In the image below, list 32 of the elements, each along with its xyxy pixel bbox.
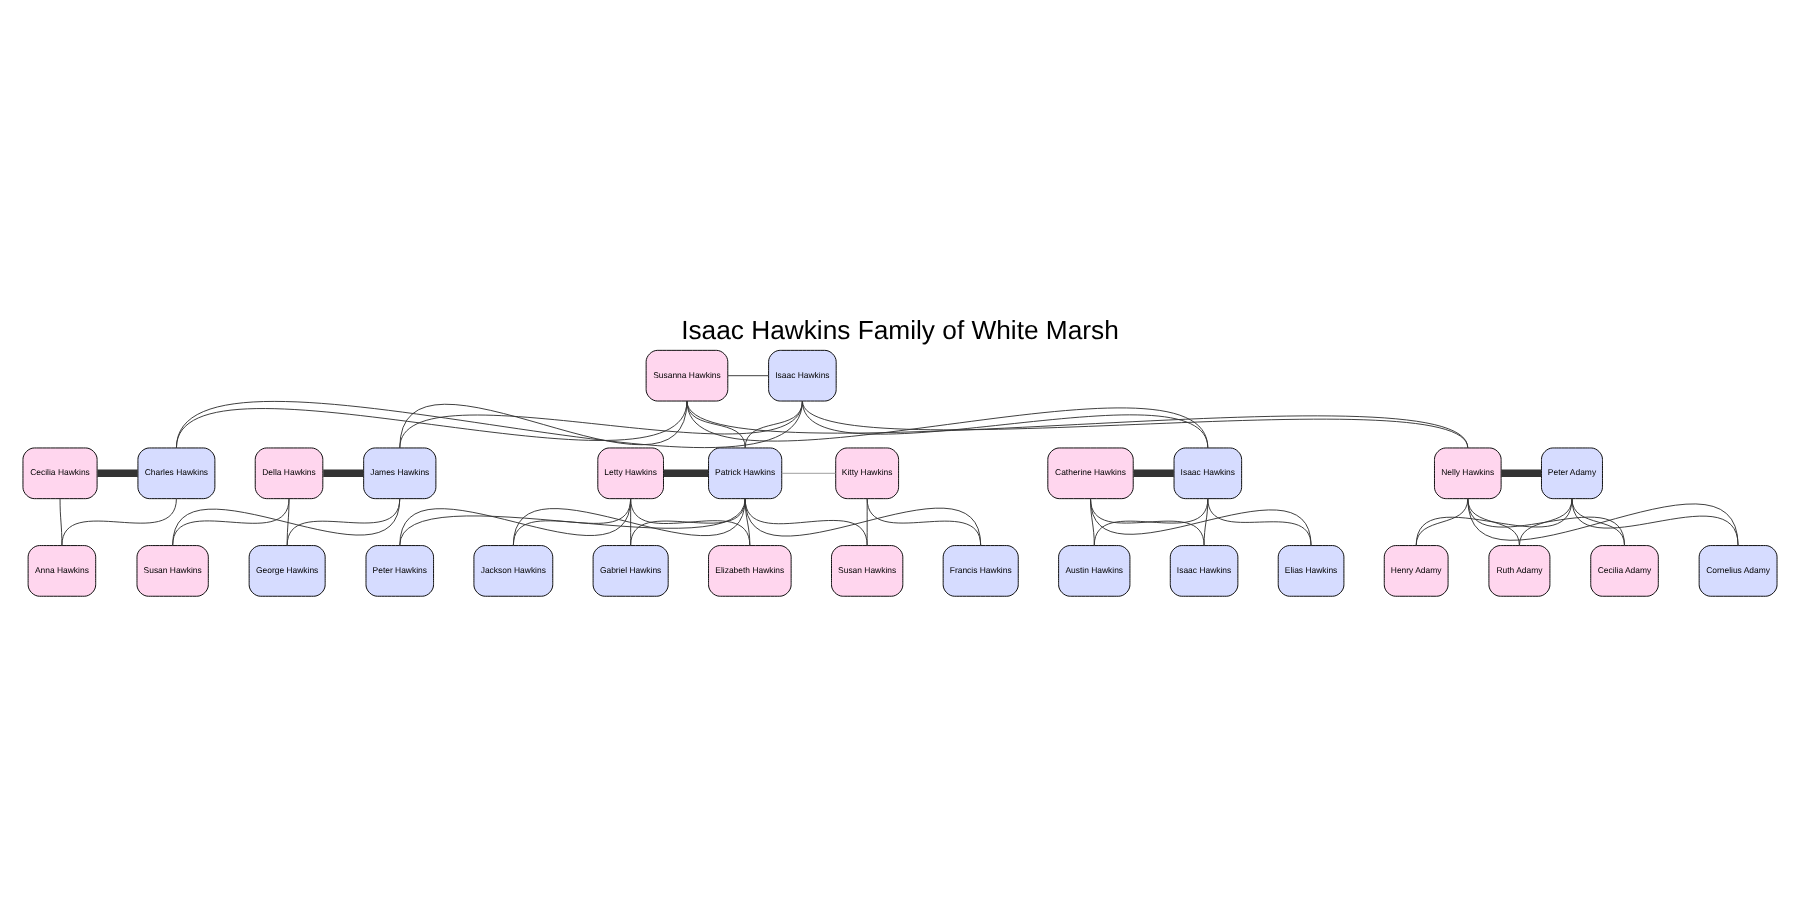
connector (1571, 498, 1739, 547)
connector (512, 498, 746, 547)
connector (866, 498, 982, 547)
connector (1203, 498, 1209, 547)
connector (175, 400, 803, 449)
connector (801, 400, 1209, 449)
connector (1090, 498, 1312, 547)
connector (59, 498, 63, 547)
connector (1207, 498, 1312, 547)
connector (1467, 498, 1739, 547)
connector (286, 498, 401, 547)
connector (172, 498, 401, 547)
connector (399, 498, 632, 547)
connector (1467, 498, 1625, 547)
connector (399, 400, 803, 449)
connector (1133, 469, 1174, 478)
connector (61, 498, 177, 547)
connector (1415, 498, 1573, 547)
connector (323, 469, 364, 478)
connector (175, 400, 688, 449)
connector (727, 375, 769, 377)
connector (744, 400, 803, 449)
connector (399, 400, 688, 449)
connector (663, 469, 709, 478)
connector (781, 472, 836, 474)
connector (1501, 469, 1542, 478)
connector (97, 469, 138, 478)
connector (1518, 498, 1573, 547)
connector (399, 498, 746, 547)
connector (744, 498, 982, 547)
diagram-title: Isaac Hawkins Family of White Marsh (681, 314, 1119, 345)
connector (686, 400, 1209, 449)
